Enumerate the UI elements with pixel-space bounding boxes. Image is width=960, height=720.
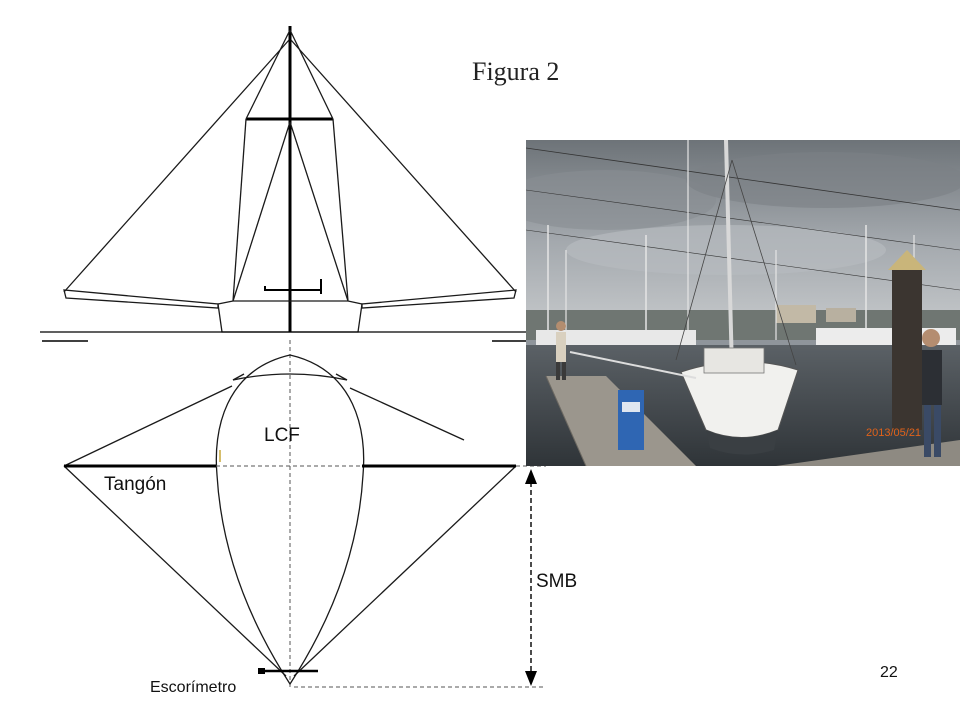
plan-view: LCF Tangón SMB Escorímetro [63, 340, 577, 696]
hull-plan-outline [215, 354, 365, 686]
pole-right-front [361, 289, 517, 309]
pole-left-front [63, 289, 219, 309]
figure-title: Figura 2 [472, 57, 559, 86]
label-smb: SMB [536, 571, 577, 592]
photo-date-stamp: 2013/05/21 [866, 427, 921, 439]
label-lcf: LCF [264, 425, 300, 446]
label-escorimetro: Escorímetro [150, 679, 236, 696]
page-number: 22 [880, 664, 898, 681]
front-view [40, 26, 540, 342]
marina-photo: 2013/05/21 [526, 140, 960, 466]
label-tangon: Tangón [104, 474, 166, 495]
